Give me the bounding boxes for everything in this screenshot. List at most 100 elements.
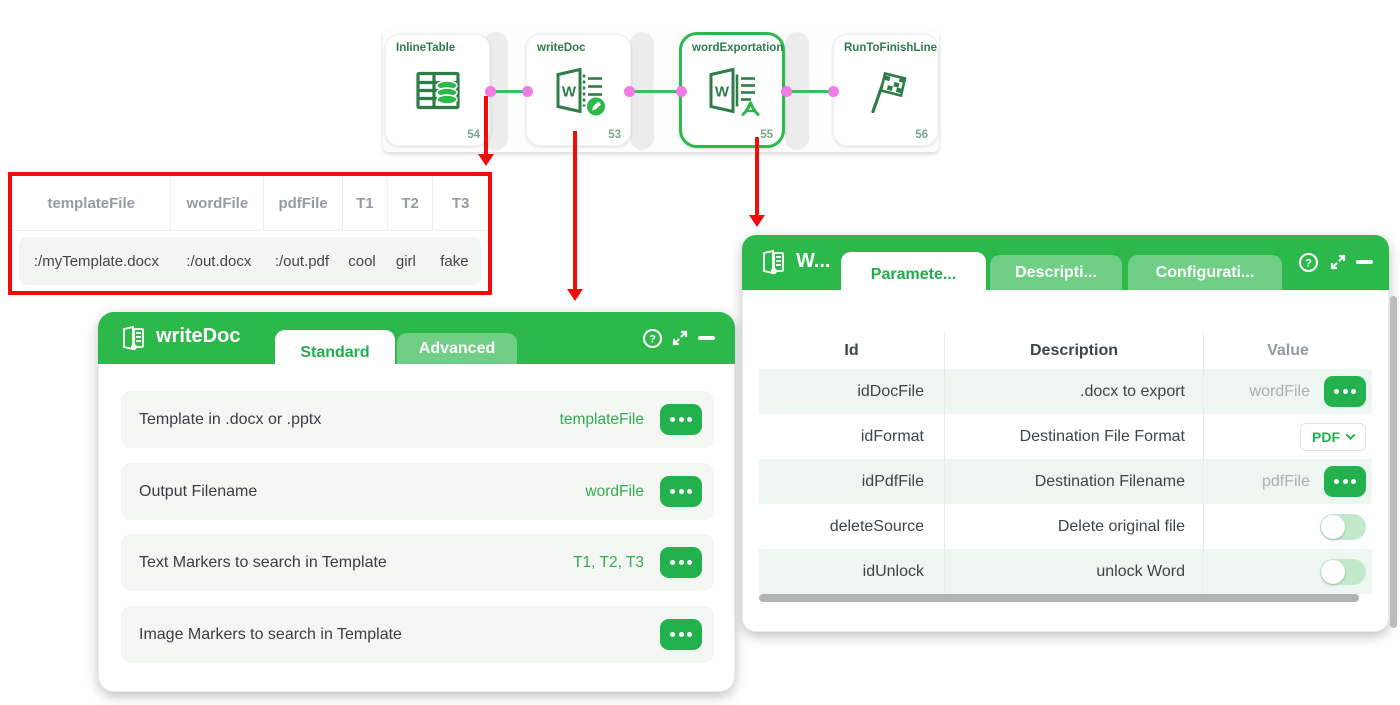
param-row-template: Template in .docx or .pptx templateFile [121,391,714,448]
ellipsis-button[interactable] [1324,466,1366,497]
tab-description[interactable]: Descripti... [990,255,1122,290]
column-header: pdfFile [264,176,343,230]
column-header: T2 [388,176,434,230]
node-title: writeDoc [537,42,586,54]
param-label: Text Markers to search in Template [139,553,387,571]
connector-port[interactable] [522,86,533,97]
connector-port[interactable] [676,86,687,97]
param-row-text-markers: Text Markers to search in Template T1, T… [121,534,714,591]
unlock-word-toggle[interactable] [1320,558,1366,585]
node-title: wordExportation [692,42,784,54]
finish-flag-icon [861,68,911,121]
node-number: 56 [915,129,928,141]
param-id: idUnlock [759,549,945,594]
parameters-table: Id Description Value idDocFile .docx to … [759,333,1372,594]
param-value: wordFile [1249,382,1310,400]
connector-port[interactable] [624,86,635,97]
panel-title: W... [796,250,831,272]
writedoc-panel-header: writeDoc Standard Advanced ? [98,312,735,376]
ellipsis-button[interactable] [660,476,702,507]
param-value: templateFile [559,410,644,428]
column-header: Value [1267,342,1309,359]
node-inlinetable[interactable]: InlineTable 54 [385,34,490,146]
writedoc-panel: writeDoc Standard Advanced ? Template in… [98,312,735,692]
ellipsis-button[interactable] [660,547,702,578]
param-description: Destination File Format [945,414,1204,459]
tab-standard[interactable]: Standard [275,330,395,376]
connector-port[interactable] [781,86,792,97]
word-exportation-icon: W [703,66,761,123]
table-cell: :/myTemplate.docx [33,252,159,270]
param-label: Image Markers to search in Template [139,625,402,643]
column-header: wordFile [171,176,265,230]
node-writedoc[interactable]: writeDoc W 53 [526,34,631,146]
horizontal-scrollbar[interactable] [759,594,1359,602]
minimize-icon[interactable] [1356,260,1373,264]
help-icon[interactable]: ? [642,328,663,349]
svg-text:?: ? [1305,258,1312,270]
wordexportation-panel-header: W... Paramete... Descripti... Configurat… [742,235,1389,298]
tab-advanced[interactable]: Advanced [397,333,517,364]
svg-text:W: W [715,84,730,101]
annotation-arrowhead [567,289,583,301]
annotation-arrow-inlinetable [484,96,488,154]
vertical-scrollbar[interactable] [1390,296,1397,628]
workflow-canvas: InlineTable 54 [383,30,939,152]
node-wordexportation[interactable]: wordExportation W 55 [679,32,785,148]
node-title: RunToFinishLine [844,42,938,54]
annotation-arrowhead [478,154,494,166]
param-label: Output Filename [139,482,258,500]
param-value: wordFile [585,482,644,500]
tab-configuration[interactable]: Configurati... [1128,255,1282,290]
svg-text:W: W [561,84,576,101]
ellipsis-button[interactable] [1324,376,1366,407]
node-runtofinishline[interactable]: RunToFinishLine 56 [833,34,938,146]
annotation-arrow-wordexportation [755,137,759,215]
ellipsis-button[interactable] [660,619,702,650]
table-cell: :/out.pdf [274,252,330,270]
param-value: pdfFile [1261,472,1310,490]
table-row-iddocfile: idDocFile .docx to export wordFile [759,369,1372,414]
connector-line [629,90,681,93]
inline-table-icon [412,69,464,120]
annotation-arrowhead [749,215,765,227]
delete-source-toggle[interactable] [1320,513,1366,540]
table-row-idpdffile: idPdfFile Destination Filename pdfFile [759,459,1372,504]
param-description: Destination Filename [945,459,1204,504]
panel-title: writeDoc [156,325,241,347]
node-number: 54 [467,129,480,141]
inline-table-header-row: templateFile wordFile pdfFile T1 T2 T3 [12,176,488,231]
connector-port[interactable] [828,86,839,97]
node-title: InlineTable [396,42,456,54]
table-row-idformat: idFormat Destination File Format PDF [759,414,1372,459]
connector-port[interactable] [485,86,496,97]
document-icon [120,325,146,357]
wordexportation-panel: W... Paramete... Descripti... Configurat… [742,235,1389,632]
table-row-idunlock: idUnlock unlock Word [759,549,1372,594]
connector-line [786,90,833,93]
write-doc-icon: W [550,66,608,123]
param-row-output: Output Filename wordFile [121,463,714,520]
expand-icon[interactable] [670,328,690,348]
column-header: T1 [343,176,389,230]
param-id: idDocFile [759,369,945,414]
format-dropdown[interactable]: PDF [1300,422,1366,451]
column-header: templateFile [12,176,172,230]
param-row-image-markers: Image Markers to search in Template [121,606,714,663]
param-description: Delete original file [945,504,1204,549]
ellipsis-button[interactable] [660,404,702,435]
table-cell: girl [395,252,416,270]
svg-text:?: ? [649,334,656,346]
chevron-down-icon [1345,430,1356,441]
expand-icon[interactable] [1328,252,1348,272]
table-row-deletesource: deleteSource Delete original file [759,504,1372,549]
format-dropdown-value: PDF [1312,428,1340,445]
inline-table-preview: templateFile wordFile pdfFile T1 T2 T3 :… [8,172,492,295]
minimize-icon[interactable] [698,336,715,340]
tab-parameters[interactable]: Paramete... [841,252,986,298]
parameters-table-header: Id Description Value [759,333,1372,369]
help-icon[interactable]: ? [1298,252,1319,273]
param-value: T1, T2, T3 [573,553,644,571]
connector-line [490,90,527,93]
